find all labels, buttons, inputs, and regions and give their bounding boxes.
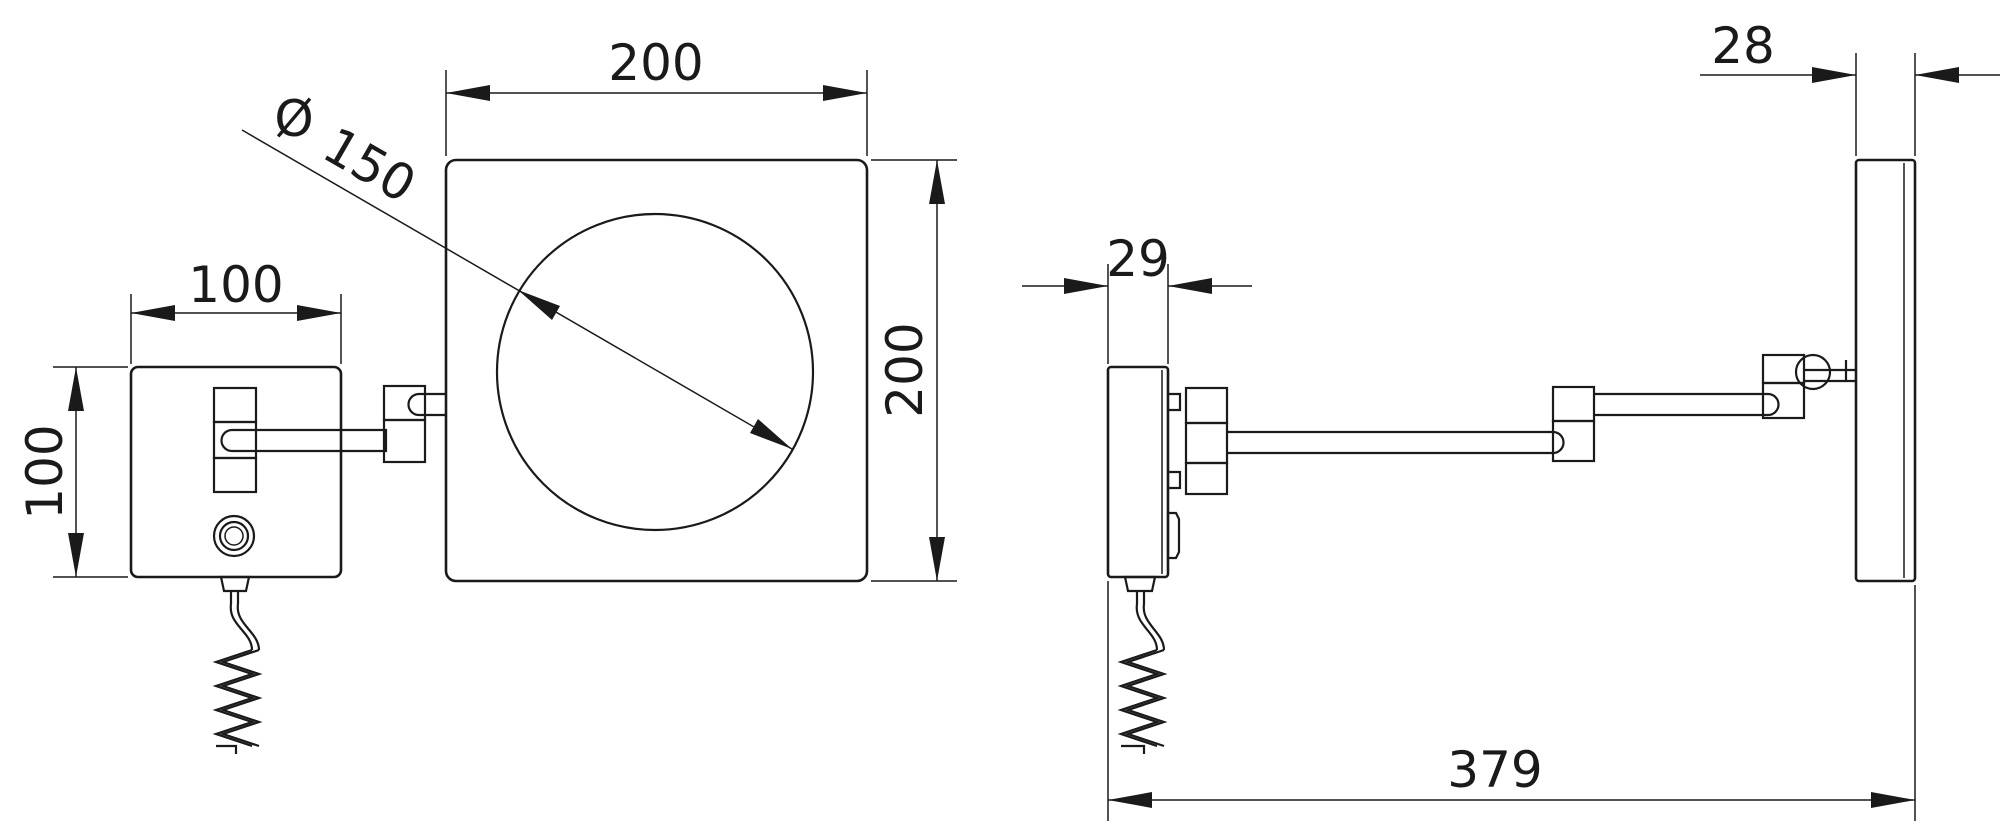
- power-switch: [212, 514, 256, 558]
- dim-arrow: [929, 537, 945, 581]
- dim-line-lens-diameter: [241, 129, 793, 450]
- dim-arrow: [1871, 792, 1915, 808]
- front-cable-lead-a: [229, 603, 254, 651]
- dim-arrow: [131, 305, 175, 321]
- side-pin-bottom: [1168, 470, 1182, 490]
- side-pin-top: [1168, 392, 1182, 412]
- side-arm-lower: [1227, 430, 1565, 455]
- dim-arrow: [929, 160, 945, 204]
- front-elbow-bottom: [382, 418, 427, 464]
- side-cable-coil-a: [1117, 648, 1161, 748]
- dim-arrow: [68, 533, 84, 577]
- side-dimensions: 29 28 379: [1022, 17, 2000, 821]
- side-elbow-top: [1551, 385, 1596, 423]
- dim-mirror-width-label: 200: [608, 34, 703, 92]
- side-view: [1106, 158, 1917, 754]
- side-cable-plug: [1123, 575, 1157, 593]
- dim-arrow: [68, 367, 84, 411]
- side-joint-pivot: [1794, 353, 1832, 391]
- front-view: [129, 158, 869, 754]
- side-arm-upper: [1594, 392, 1780, 417]
- side-joint-bottom: [1761, 381, 1806, 420]
- dim-arrow: [1812, 67, 1856, 83]
- side-base-plate: [1106, 365, 1170, 579]
- side-knuckle-1: [1184, 386, 1229, 425]
- side-knuckle-2: [1184, 421, 1229, 465]
- side-cable-coil-b: [1124, 648, 1168, 748]
- side-knuckle-3: [1184, 461, 1229, 496]
- dim-mirror-height-label: 200: [876, 322, 934, 417]
- front-cable-coil-b: [219, 648, 263, 748]
- front-cable-lead-b: [236, 603, 261, 651]
- dim-arrow: [297, 305, 341, 321]
- side-cable-lead-a: [1135, 603, 1159, 651]
- front-cable-coil-a: [212, 648, 256, 748]
- side-mirror-body: [1854, 158, 1917, 583]
- front-cable-end: [216, 744, 238, 754]
- dim-mirror-depth-label: 28: [1711, 17, 1775, 75]
- side-elbow-bottom: [1551, 419, 1596, 463]
- dim-arrow: [750, 419, 792, 449]
- dim-arrow: [446, 85, 490, 101]
- dim-base-width-label: 100: [188, 256, 283, 314]
- side-cable-end: [1121, 744, 1146, 754]
- dim-lens-diameter-label: 150: [314, 116, 426, 214]
- power-switch-center: [224, 526, 244, 546]
- dim-base-depth-label: 29: [1106, 230, 1170, 288]
- side-power-switch: [1166, 511, 1181, 560]
- front-cable-plug: [219, 575, 251, 593]
- dim-arrow: [1064, 278, 1108, 294]
- dim-total-projection-label: 379: [1447, 741, 1542, 799]
- dim-arrow: [1915, 67, 1959, 83]
- dim-arrow: [823, 85, 867, 101]
- power-switch-inner: [218, 520, 250, 552]
- dim-diameter-symbol: Ø: [274, 90, 313, 148]
- front-mirror-stub: [407, 392, 449, 417]
- front-base-block-bottom: [212, 456, 258, 494]
- side-cable-lead-b: [1142, 603, 1166, 651]
- front-arm: [220, 428, 388, 453]
- dim-base-height-label: 100: [16, 424, 74, 519]
- dim-arrow: [518, 290, 560, 320]
- magnifying-lens: [495, 212, 815, 532]
- dim-arrow: [1108, 792, 1152, 808]
- dim-arrow: [1168, 278, 1212, 294]
